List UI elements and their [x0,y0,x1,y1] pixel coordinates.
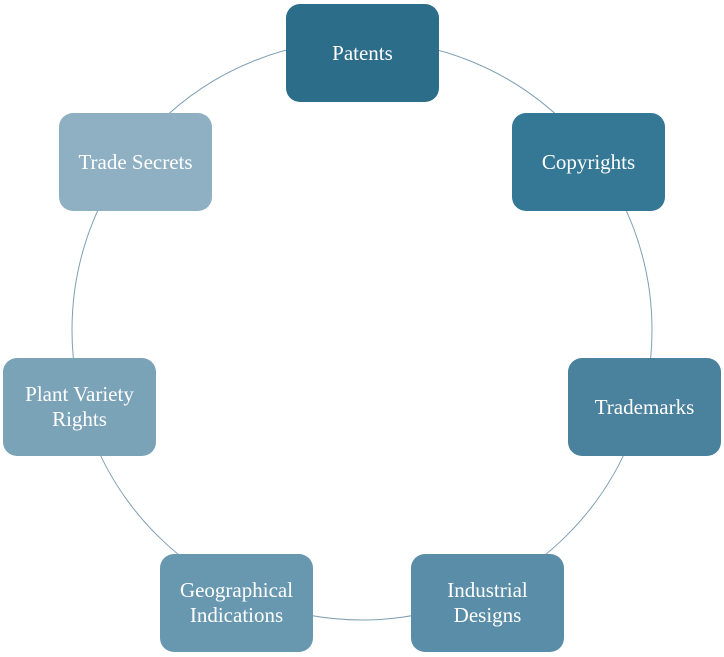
node-plant-variety-rights: Plant Variety Rights [3,358,156,456]
node-geographical-indications: Geographical Indications [160,554,313,652]
node-industrial-designs-label: Industrial Designs [447,578,528,627]
node-plant-variety-rights-label: Plant Variety Rights [25,382,134,431]
node-patents-label: Patents [332,40,393,65]
node-industrial-designs: Industrial Designs [411,554,564,652]
node-copyrights: Copyrights [512,113,665,211]
node-patents: Patents [286,4,439,102]
node-trademarks-label: Trademarks [594,394,695,419]
node-copyrights-label: Copyrights [541,149,636,174]
node-geographical-indications-label: Geographical Indications [179,578,294,627]
node-trade-secrets-label: Trade Secrets [78,149,193,174]
node-trade-secrets: Trade Secrets [59,113,212,211]
node-trademarks: Trademarks [568,358,721,456]
